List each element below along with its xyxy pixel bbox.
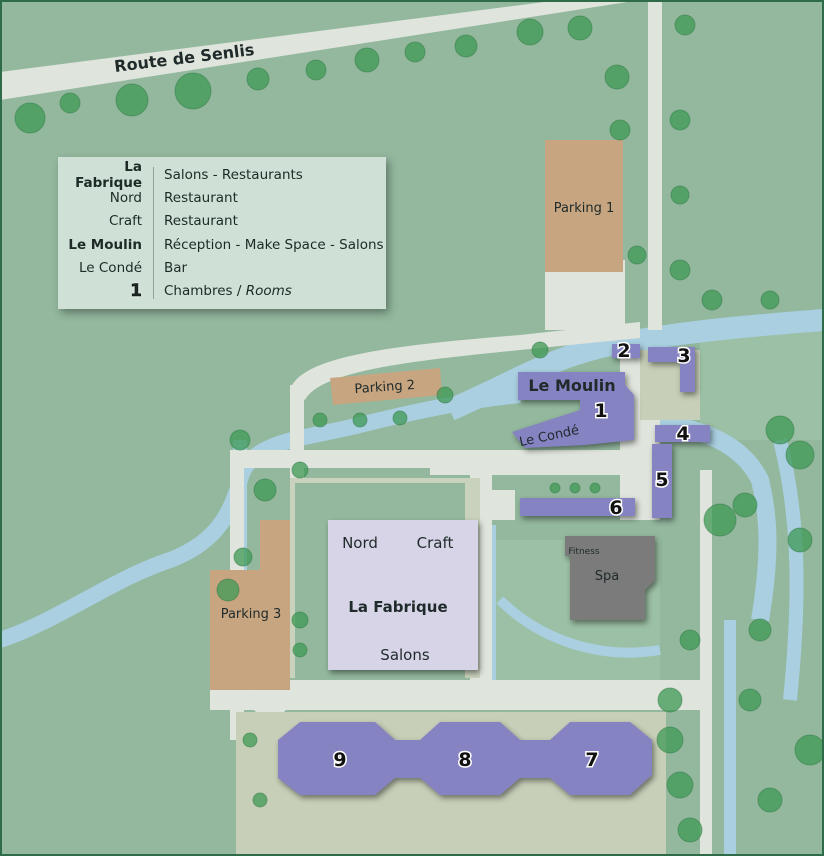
grass-zone xyxy=(700,330,824,440)
room-number-3: 3 xyxy=(677,345,690,367)
craft-label: Craft xyxy=(417,534,454,552)
room-block-5 xyxy=(652,444,672,518)
room-number-4: 4 xyxy=(676,423,689,445)
parking-2-label: Parking 2 xyxy=(354,378,416,397)
legend-divider xyxy=(153,167,154,299)
legend-row: Le Moulin Réception - Make Space - Salons xyxy=(58,233,386,256)
legend-key: Le Condé xyxy=(79,259,142,276)
legend-key: Craft xyxy=(108,213,142,230)
parking-1 xyxy=(545,140,623,272)
legend-value-rooms-fr: Chambres xyxy=(164,283,233,300)
parking-1-label: Parking 1 xyxy=(554,201,615,216)
room-block-4 xyxy=(655,425,710,442)
legend-key: Le Moulin xyxy=(68,236,142,253)
room-number-1: 1 xyxy=(594,400,607,422)
room-block-6 xyxy=(520,498,635,516)
legend-value-rooms-en: Rooms xyxy=(245,283,292,300)
room-number-2: 2 xyxy=(617,340,630,362)
la-fabrique-building xyxy=(328,520,478,670)
nord-label: Nord xyxy=(342,534,378,552)
legend-row: Craft Restaurant xyxy=(58,210,386,233)
legend-value: Chambres / Rooms xyxy=(164,283,292,300)
salons-label: Salons xyxy=(380,646,430,664)
room-number-9: 9 xyxy=(333,749,346,771)
legend-value: Réception - Make Space - Salons xyxy=(164,236,384,253)
legend-value: Salons - Restaurants xyxy=(164,166,303,183)
room-number-6: 6 xyxy=(609,497,622,519)
room-number-5: 5 xyxy=(655,469,668,491)
le-moulin-label: Le Moulin xyxy=(528,376,615,395)
room-number-8: 8 xyxy=(458,749,471,771)
legend-row: La Fabrique Salons - Restaurants xyxy=(58,159,386,191)
route-de-senlis xyxy=(0,0,640,100)
le-moulin-building xyxy=(512,372,634,448)
legend-row: Le Condé Bar xyxy=(58,256,386,279)
la-fabrique-label: La Fabrique xyxy=(348,598,447,616)
room-block-3 xyxy=(648,347,695,392)
legend-key: La Fabrique xyxy=(75,158,142,191)
legend-key: Nord xyxy=(109,189,142,206)
legend-row: Nord Restaurant xyxy=(58,186,386,209)
legend-key-room-number: 1 xyxy=(130,281,142,302)
fitness-label: Fitness xyxy=(568,547,599,557)
legend-value: Bar xyxy=(164,259,188,276)
legend-row: 1 Chambres / Rooms xyxy=(58,279,386,302)
parking-3-label: Parking 3 xyxy=(221,607,282,622)
parking-2 xyxy=(330,368,442,405)
spa-building xyxy=(565,536,655,620)
legend-value: Restaurant xyxy=(164,189,238,206)
buildings xyxy=(278,344,710,795)
parking-3 xyxy=(210,520,290,690)
room-number-7: 7 xyxy=(585,749,598,771)
room-block-2 xyxy=(612,344,640,358)
rooms-7-8-9-building xyxy=(278,722,652,795)
spa-label: Spa xyxy=(595,569,619,584)
trees xyxy=(14,14,824,843)
legend-value: Restaurant xyxy=(164,213,238,230)
